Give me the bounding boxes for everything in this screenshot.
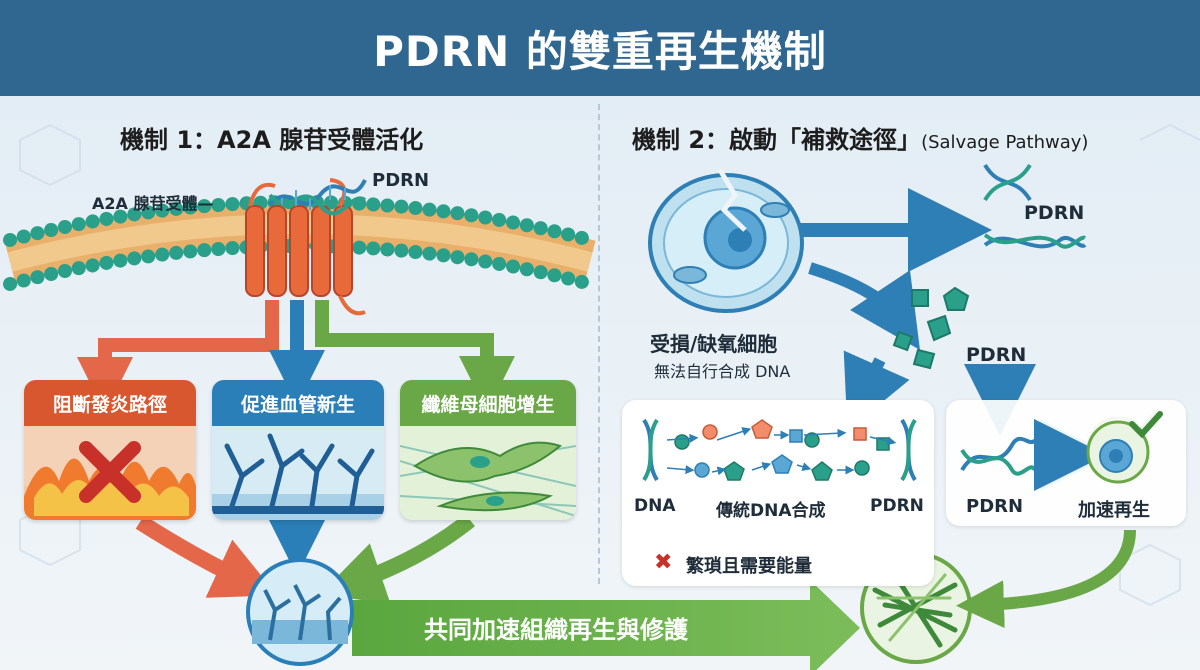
card-fibroblast: 纖維母細胞增生	[400, 380, 576, 520]
pathway-label-pdrn: PDRN	[870, 496, 924, 516]
pdrn-label-mid: PDRN	[966, 344, 1027, 366]
mechanism2-heading-zh: 機制 2：啟動「補救途徑」	[632, 126, 922, 154]
cell-label: 受損/缺氧細胞	[650, 332, 778, 356]
mechanism2-heading: 機制 2：啟動「補救途徑」(Salvage Pathway)	[632, 120, 1088, 155]
bottom-big-arrow	[352, 580, 860, 670]
pathway-label-traditional: 傳統DNA合成	[716, 501, 826, 521]
cell-sublabel: 無法自行合成 DNA	[654, 362, 791, 381]
pdrn-dna-helix-top	[268, 179, 367, 216]
regen-label-accelerate: 加速再生	[1078, 500, 1150, 521]
mechanism2-heading-en: (Salvage Pathway)	[921, 132, 1089, 153]
a2a-receptor	[245, 178, 366, 316]
arrow-cell-to-fragments	[808, 262, 920, 350]
page-title: PDRN 的雙重再生機制	[373, 26, 827, 76]
cross-icon: ✖	[654, 550, 673, 575]
arrow-inflam-down	[135, 515, 278, 598]
bottom-banner-text: 共同加速組織再生與修護	[424, 616, 688, 644]
arrow-fibro-down	[319, 513, 475, 604]
pdrn-label-top-right: PDRN	[1024, 202, 1085, 224]
title-banner: PDRN 的雙重再生機制	[0, 0, 1200, 96]
synthesis-pathway-graphic	[642, 418, 917, 482]
arrow-to-fibroblast	[315, 300, 515, 412]
card-inflammation-label: 阻斷發炎路徑	[24, 380, 196, 426]
card-angiogenesis: 促進血管新生	[212, 380, 384, 520]
mechanism1-heading: 機制 1：A2A 腺苷受體活化	[120, 126, 424, 154]
flame-cross-icon	[24, 441, 196, 520]
dna-fragments	[892, 286, 970, 370]
card-inflammation: 阻斷發炎路徑	[24, 380, 196, 520]
pathway-label-dna: DNA	[634, 496, 676, 516]
damaged-cell	[648, 168, 804, 313]
blood-vessel-icon	[212, 433, 384, 520]
arrow-regen-to-fibers	[956, 529, 1136, 629]
center-divider	[598, 104, 600, 584]
arrow-to-inflammation	[77, 300, 279, 413]
tissue-circle-left	[246, 558, 354, 666]
synthesis-panel: DNA 傳統DNA合成 PDRN ✖ 繁瑣且需要能量	[622, 400, 934, 586]
receptor-label: A2A 腺苷受體—	[92, 194, 214, 213]
card-fibroblast-label: 纖維母細胞增生	[400, 380, 576, 426]
arrow-fragments-down	[843, 350, 910, 431]
warning-text: 繁瑣且需要能量	[686, 556, 812, 577]
pdrn-dna-right	[983, 163, 1087, 249]
regen-label-pdrn: PDRN	[966, 496, 1024, 517]
pdrn-label-left: PDRN	[372, 170, 430, 191]
card-angiogenesis-label: 促進血管新生	[212, 380, 384, 426]
fibroblast-icon	[400, 441, 576, 517]
